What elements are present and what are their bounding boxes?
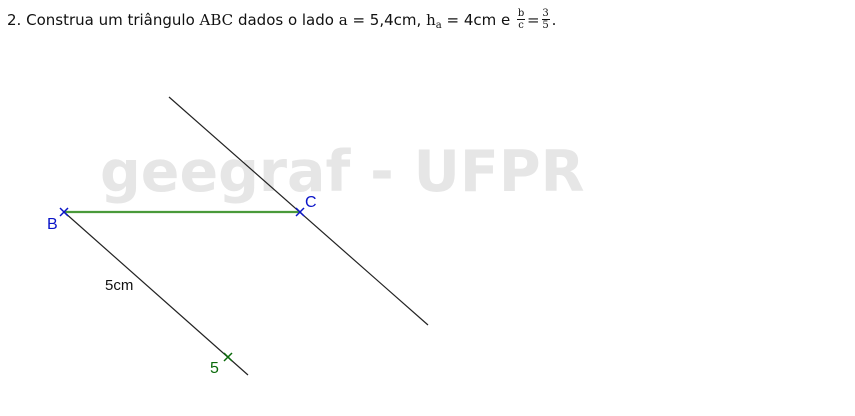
problem-text-intro: Construa um triângulo bbox=[26, 11, 195, 29]
point-b-marker bbox=[59, 207, 69, 217]
ratio-denominator: c bbox=[518, 20, 524, 31]
problem-number: 2. bbox=[7, 11, 22, 29]
problem-text-given: dados o lado bbox=[237, 11, 334, 29]
problem-statement: 2. Construa um triângulo ABC dados o lad… bbox=[7, 8, 557, 34]
ray-from-b bbox=[63, 211, 249, 376]
value-denominator: 5 bbox=[542, 20, 549, 31]
value-numerator: 3 bbox=[542, 8, 549, 19]
mark-5-marker bbox=[223, 352, 233, 362]
triangle-name: ABC bbox=[199, 11, 234, 29]
side-variable: a bbox=[338, 11, 348, 29]
watermark: geegraf - UFPR bbox=[100, 139, 585, 205]
label-b: B bbox=[47, 216, 58, 233]
label-mark-5: 5 bbox=[210, 360, 219, 377]
point-c-marker bbox=[295, 207, 305, 217]
period: . bbox=[551, 11, 557, 29]
height-variable: ha bbox=[426, 11, 442, 31]
label-c: C bbox=[305, 194, 317, 211]
label-length: 5cm bbox=[105, 277, 133, 294]
equals-sign: = bbox=[527, 11, 540, 29]
height-subscript: a bbox=[435, 20, 442, 31]
height-value: = 4cm e bbox=[446, 11, 511, 29]
side-value: = 5,4cm, bbox=[352, 11, 422, 29]
ratio-numerator: b bbox=[517, 8, 525, 19]
